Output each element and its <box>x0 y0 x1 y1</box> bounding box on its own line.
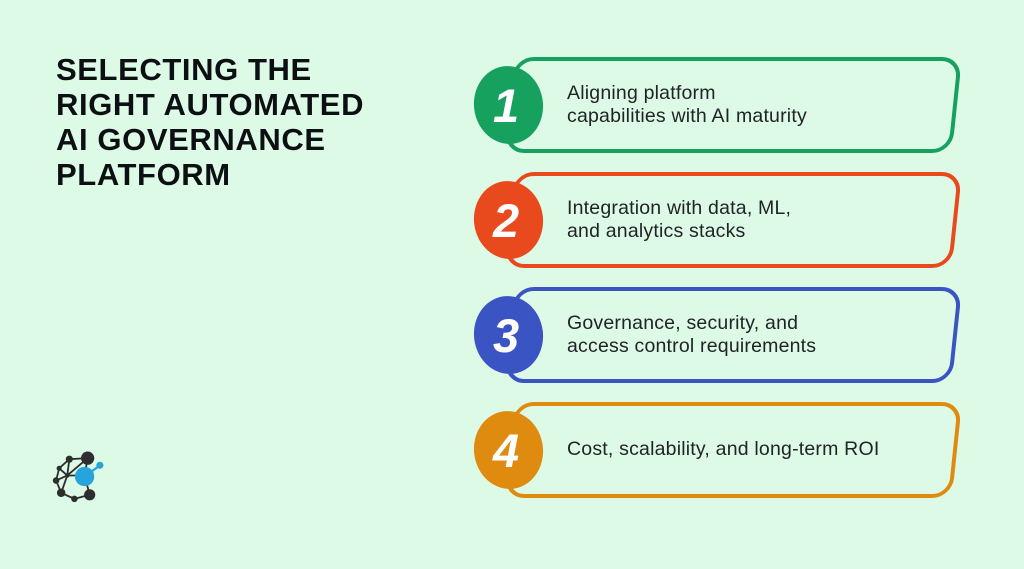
step-row-1: 1 Aligning platform capabilities with AI… <box>0 57 1024 153</box>
step-number: 2 <box>492 193 520 247</box>
step-text: Integration with data, ML, and analytics… <box>567 196 792 243</box>
step-text: Cost, scalability, and long-term ROI <box>567 438 880 461</box>
step-row-3: 3 Governance, security, and access contr… <box>0 287 1024 383</box>
step-text: Aligning platform capabilities with AI m… <box>567 81 807 128</box>
step-number: 3 <box>492 308 520 362</box>
step-text: Governance, security, and access control… <box>567 311 817 358</box>
step-row-2: 2 Integration with data, ML, and analyti… <box>0 172 1024 268</box>
step-row-4: 4 Cost, scalability, and long-term ROI <box>0 402 1024 498</box>
page-title: SELECTING THE RIGHT AUTOMATED AI GOVERNA… <box>56 52 365 192</box>
network-graph-logo-icon <box>52 451 104 503</box>
step-number: 4 <box>492 423 520 477</box>
step-number: 1 <box>492 78 520 132</box>
